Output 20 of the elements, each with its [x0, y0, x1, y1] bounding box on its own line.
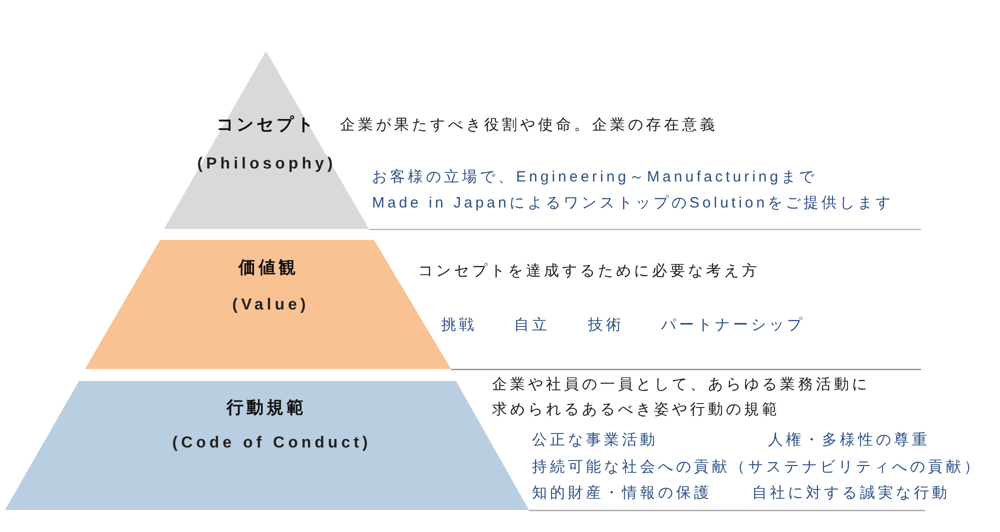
keyword-text: 知的財産・情報の保護 — [532, 483, 712, 503]
tier-subtitle: (Code of Conduct) — [171, 434, 372, 454]
tier-subtitle: (Value) — [231, 296, 310, 316]
tier-subtitle: (Philosophy) — [196, 154, 336, 175]
keyword-text: 挑戦 — [441, 315, 477, 335]
keyword-text: 自立 — [514, 315, 550, 335]
description-text: 企業や社員の一員として、あらゆる業務活動に求められるあるべき姿や行動の規範 — [492, 375, 871, 420]
keyword-text: パートナーシップ — [661, 315, 805, 335]
keyword-text: Made in JapanによるワンストップのSolutionをご提供します — [372, 193, 894, 213]
keyword-text: お客様の立場で、Engineering～Manufacturingまで — [372, 167, 818, 187]
keyword-text: 自社に対する誠実な行動 — [752, 483, 950, 503]
tier-title: 価値観 — [237, 256, 298, 279]
description-text: コンセプトを達成するために必要な考え方 — [418, 262, 760, 282]
tier-title: コンセプト — [216, 114, 316, 136]
keyword-text: 持続可能な社会への貢献（サステナビリティへの貢献） — [532, 457, 982, 477]
tier-title: 行動規範 — [225, 396, 306, 419]
keyword-text: 公正な事業活動 — [532, 430, 658, 450]
keyword-text: 人権・多様性の尊重 — [768, 430, 930, 450]
keyword-text: 技術 — [588, 315, 624, 335]
description-text: 企業が果たすべき役割や使命。企業の存在意義 — [340, 116, 718, 136]
